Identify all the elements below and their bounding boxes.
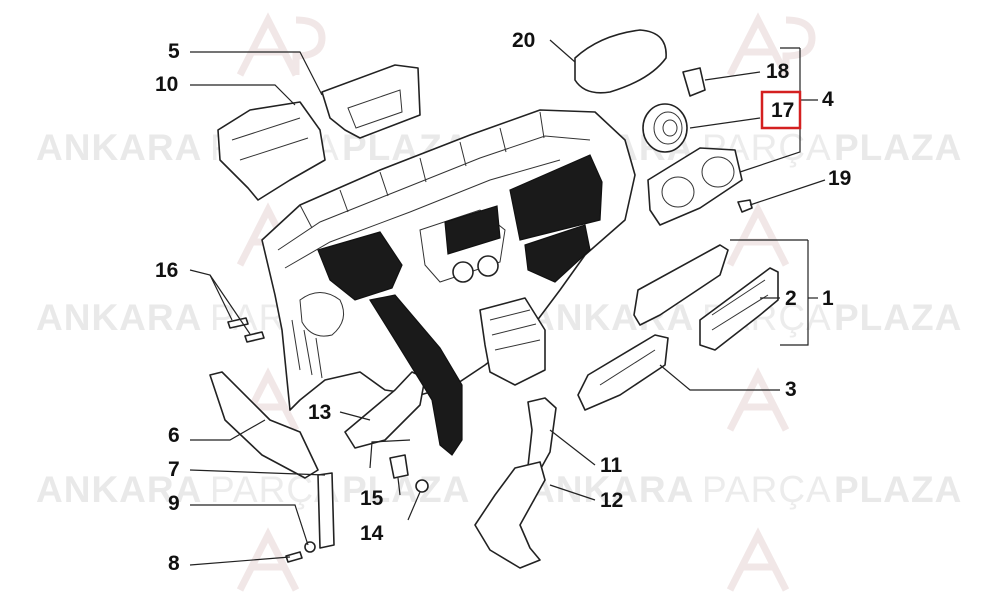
part-5-upper-trim — [321, 64, 421, 139]
part-8-bolt — [285, 551, 303, 563]
part-10-instrument-hood — [217, 101, 326, 201]
part-12-duct — [474, 461, 546, 569]
callout-14: 14 — [360, 522, 384, 545]
callout-4: 4 — [822, 88, 834, 111]
leader-lines — [189, 39, 826, 566]
watermark-brand-bold: ANKARA — [528, 469, 694, 510]
part-6-side-trim — [209, 371, 319, 479]
part-14-screw — [415, 479, 429, 493]
callout-5: 5 — [168, 40, 180, 63]
callout-6: 6 — [168, 424, 180, 447]
part-7-bracket — [317, 472, 335, 549]
watermark-brand-bold: ANKARA — [36, 127, 202, 168]
center-vent-icon — [477, 255, 499, 277]
callouts: 5 10 20 18 17 4 19 2 1 3 16 6 7 9 8 13 1… — [155, 29, 851, 575]
callout-16: 16 — [155, 259, 178, 282]
callout-7: 7 — [168, 458, 180, 481]
watermark-brand-light: PARÇA — [702, 469, 832, 510]
callout-12: 12 — [600, 489, 623, 512]
part-3-glovebox-lower — [577, 334, 669, 411]
callout-15: 15 — [360, 487, 384, 510]
watermark-brand-bold: PLAZA — [834, 469, 962, 510]
callout-11: 11 — [600, 454, 623, 477]
callout-19: 19 — [828, 167, 851, 190]
callout-20: 20 — [512, 29, 535, 52]
dashboard-frame — [261, 109, 636, 411]
callout-17: 17 — [771, 99, 794, 122]
callout-1: 1 — [822, 287, 834, 310]
part-11-duct — [527, 397, 557, 471]
watermark-brand-bold: PLAZA — [834, 127, 962, 168]
part-16-bolt — [244, 331, 265, 343]
part-13-duct — [344, 371, 426, 449]
part-20-cover — [574, 29, 667, 94]
callout-8: 8 — [168, 552, 180, 575]
callout-18: 18 — [766, 60, 790, 83]
dashboard-drawing — [209, 29, 779, 569]
part-1-glovebox-upper — [633, 244, 729, 326]
part-18-clip — [682, 67, 706, 97]
watermark-brand-bold: PLAZA — [834, 297, 962, 338]
watermark-brand-bold: ANKARA — [36, 469, 202, 510]
callout-13: 13 — [308, 401, 331, 424]
watermark-brand-bold: ANKARA — [36, 297, 202, 338]
callout-17-highlight-box — [760, 90, 802, 130]
callout-10: 10 — [155, 73, 178, 96]
part-4-vent-panel — [647, 147, 743, 226]
callout-3: 3 — [785, 378, 797, 401]
part-13-duct-dark — [369, 294, 463, 456]
part-15-clip — [389, 454, 409, 479]
center-vent-icon — [452, 261, 474, 283]
part-9-nut — [304, 541, 316, 553]
part-19-screw — [737, 199, 753, 213]
callout-2: 2 — [785, 287, 797, 310]
part-2-glovebox-inner — [699, 267, 779, 351]
callout-9: 9 — [168, 492, 180, 515]
part-17-round-vent — [642, 103, 688, 153]
